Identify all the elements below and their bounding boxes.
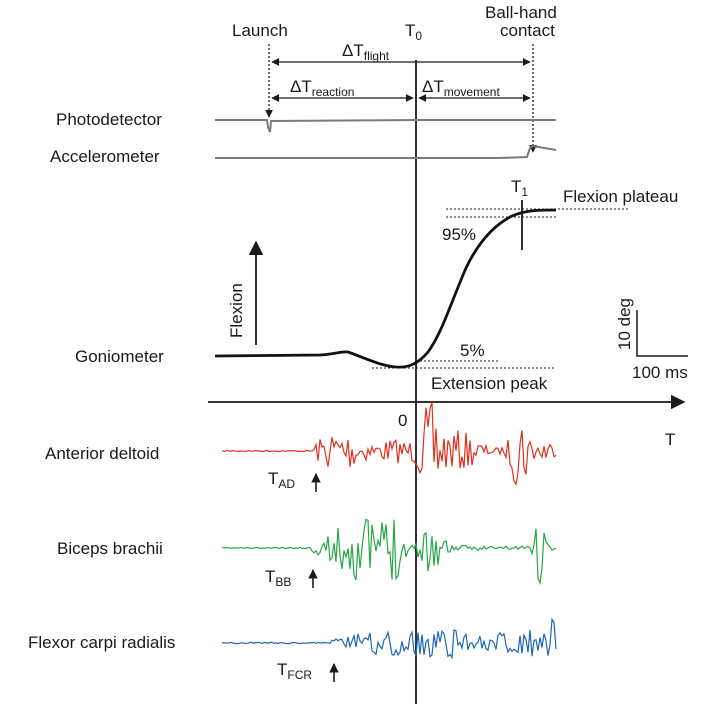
five-percent-label: 5% [460, 341, 485, 360]
extension-peak-label: Extension peak [431, 374, 548, 393]
scale-bar [636, 310, 688, 357]
photodetector-label: Photodetector [56, 110, 162, 129]
goniometer-label: Goniometer [75, 347, 164, 366]
t1-label: T1 [511, 177, 528, 199]
time-axis-zero-label: 0 [398, 411, 407, 430]
photodetector-trace [215, 119, 556, 133]
anterior-deltoid-label: Anterior deltoid [45, 444, 159, 463]
flexion-axis-label: Flexion [227, 283, 246, 338]
emg-trace-anterior-deltoid [221, 402, 557, 486]
time-axis-label: T [665, 430, 675, 449]
ball-hand-contact-label-line1: Ball-hand [485, 3, 557, 22]
emg-trace-flexor-carpi-radialis [221, 617, 557, 660]
reaction-interval-label: ΔTreaction [290, 77, 354, 99]
flexor-carpi-radialis-label: Flexor carpi radialis [28, 633, 175, 652]
goniometer-trace [214, 208, 557, 369]
accelerometer-label: Accelerometer [50, 147, 160, 166]
launch-label: Launch [232, 21, 288, 40]
scale-bar-vertical-label: 10 deg [615, 298, 634, 350]
onset-label-ad: TAD [268, 469, 295, 491]
flight-interval-label: ΔTflight [342, 41, 390, 63]
accelerometer-trace [215, 144, 557, 159]
scale-bar-horizontal-label: 100 ms [632, 363, 688, 382]
t0-label: T0 [405, 21, 422, 43]
ball-hand-contact-label-line2: contact [500, 21, 555, 40]
onset-label-bb: TBB [265, 567, 291, 589]
flexion-plateau-label: Flexion plateau [563, 187, 678, 206]
onset-label-fcr: TFCR [277, 660, 312, 682]
movement-interval-label: ΔTmovement [422, 77, 500, 99]
ninety-five-percent-label: 95% [442, 225, 476, 244]
emg-trace-biceps-brachii [221, 518, 557, 586]
biceps-brachii-label: Biceps brachii [57, 539, 163, 558]
